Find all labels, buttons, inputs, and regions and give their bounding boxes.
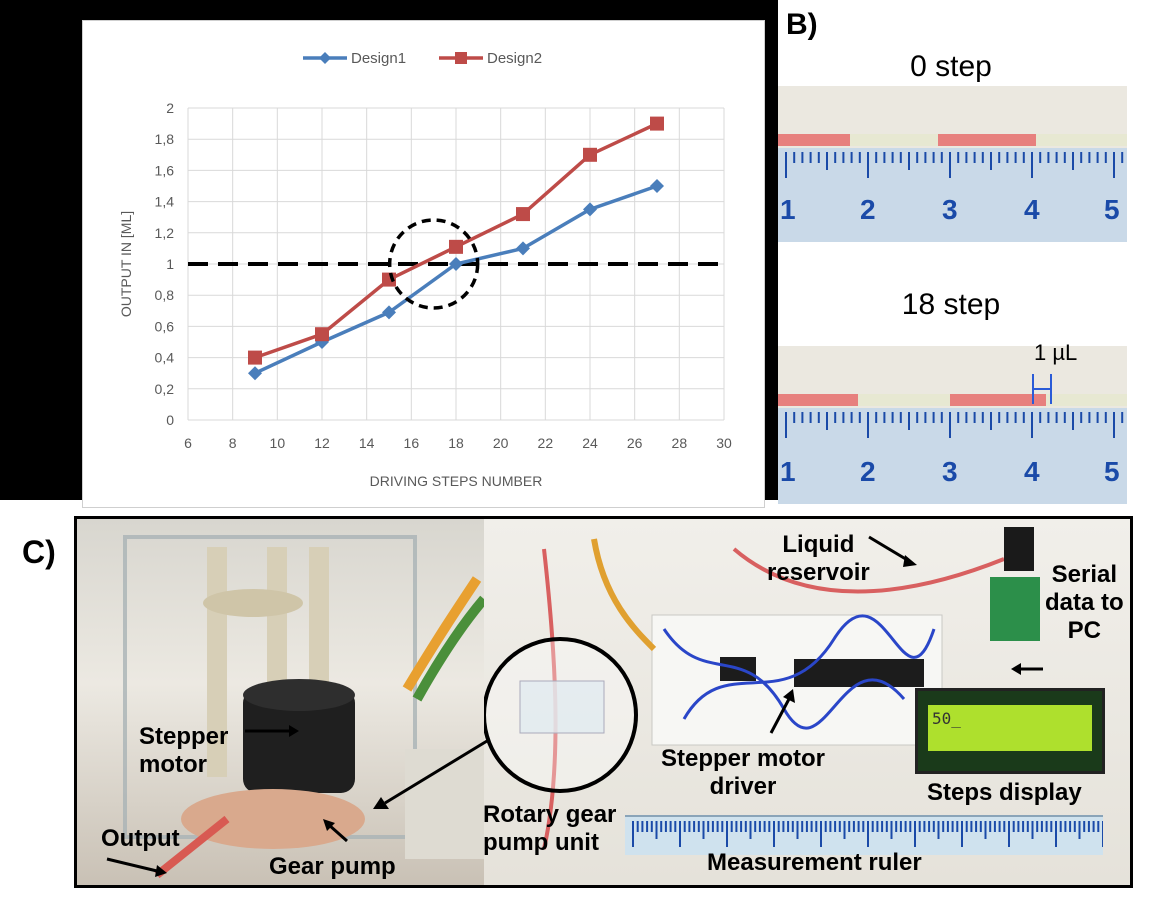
x-axis-label: DRIVING STEPS NUMBER — [370, 473, 543, 489]
ruler-number: 5 — [1104, 194, 1120, 225]
volume-bracket — [1032, 374, 1052, 404]
ruler-number: 2 — [860, 456, 876, 487]
legend-label-design2: Design2 — [487, 50, 542, 67]
data-point-design2 — [449, 239, 463, 254]
ruler-ticks-bottom — [785, 412, 1124, 438]
pump-photo — [77, 519, 488, 885]
circuit-illustration — [482, 527, 1040, 850]
data-point-design1 — [650, 179, 664, 193]
liquid-segment — [778, 134, 850, 146]
y-tick-label: 1,6 — [155, 162, 175, 178]
y-tick-label: 0,8 — [155, 287, 175, 303]
ruler-number: 1 — [780, 456, 796, 487]
highlight-circle — [387, 218, 480, 310]
ruler-number: 3 — [942, 456, 958, 487]
y-tick-label: 0,4 — [155, 350, 175, 366]
ruler-ticks-top — [785, 152, 1124, 178]
label-measurement-ruler: Measurement ruler — [707, 849, 922, 876]
legend-marker-design2 — [455, 52, 467, 64]
ruler-number: 3 — [942, 194, 958, 225]
ruler-number: 4 — [1024, 456, 1040, 487]
tube-photo-bottom: 1 µL 1 2 3 4 5 — [778, 340, 1127, 504]
annotation-arrows — [106, 535, 1043, 877]
y-tick-label: 1,4 — [155, 194, 175, 210]
pump-illustration — [123, 535, 488, 879]
legend-label-design1: Design1 — [351, 50, 406, 67]
panel-c-label: C) — [22, 534, 56, 570]
legend-marker-design1 — [319, 52, 331, 64]
x-tick-label: 24 — [582, 435, 598, 451]
ruler-bottom: 1 2 3 4 5 — [778, 408, 1127, 504]
x-tick-label: 26 — [627, 435, 643, 451]
x-tick-label: 22 — [538, 435, 554, 451]
x-tick-label: 10 — [270, 435, 286, 451]
data-point-design1 — [583, 202, 597, 217]
data-point-design1 — [516, 241, 530, 256]
data-point-design2 — [583, 147, 597, 162]
tube-photo-top: 1 2 3 4 5 — [778, 86, 1127, 242]
data-point-design1 — [382, 305, 396, 320]
y-tick-label: 1,2 — [155, 225, 175, 241]
x-tick-label: 28 — [672, 435, 688, 451]
x-tick-label: 12 — [314, 435, 330, 451]
lcd-screen-text: 50_ — [928, 705, 1092, 751]
y-tick-label: 0,2 — [155, 381, 175, 397]
label-output: Output — [101, 825, 180, 852]
liquid-segment — [778, 394, 858, 406]
steps-lcd-display: 50_ — [915, 688, 1105, 774]
panel-b-bottom-title: 18 step — [901, 288, 1001, 321]
panel-b-label: B) — [786, 8, 818, 41]
x-tick-label: 14 — [359, 435, 375, 451]
label-gear-pump: Gear pump — [269, 853, 396, 880]
x-tick-label: 16 — [404, 435, 420, 451]
ruler-number: 5 — [1104, 456, 1120, 487]
panel-b-top-title: 0 step — [910, 50, 992, 83]
volume-annotation: 1 µL — [1034, 340, 1078, 365]
x-tick-label: 20 — [493, 435, 509, 451]
y-tick-label: 0,6 — [155, 318, 175, 334]
liquid-segment — [938, 134, 1036, 146]
x-tick-label: 30 — [716, 435, 732, 451]
data-point-design1 — [449, 257, 463, 271]
data-point-design2 — [516, 207, 530, 222]
label-steps-display: Steps display — [927, 779, 1082, 806]
y-tick-label: 0 — [166, 412, 174, 428]
data-point-design1 — [248, 366, 262, 381]
ruler-number: 1 — [780, 194, 796, 225]
ruler-number: 4 — [1024, 194, 1040, 225]
tube-bottom — [778, 394, 1127, 406]
y-tick-label: 1 — [166, 256, 174, 272]
measurement-ruler-ticks — [632, 821, 1104, 847]
ruler-number: 2 — [860, 194, 876, 225]
x-tick-label: 8 — [229, 435, 237, 451]
x-tick-label: 6 — [184, 435, 192, 451]
data-point-design2 — [315, 327, 329, 342]
data-point-design2 — [248, 350, 262, 365]
y-axis-label: OUTPUT IN [ML] — [118, 211, 134, 317]
y-tick-label: 1,8 — [155, 131, 175, 147]
x-tick-label: 18 — [448, 435, 464, 451]
tube-top — [778, 134, 1127, 146]
measurement-ruler-photo — [625, 815, 1104, 855]
ruler-top: 1 2 3 4 5 — [778, 148, 1127, 242]
liquid-segment — [950, 394, 1046, 406]
y-tick-label: 2 — [166, 100, 174, 116]
data-point-design2 — [650, 116, 664, 131]
